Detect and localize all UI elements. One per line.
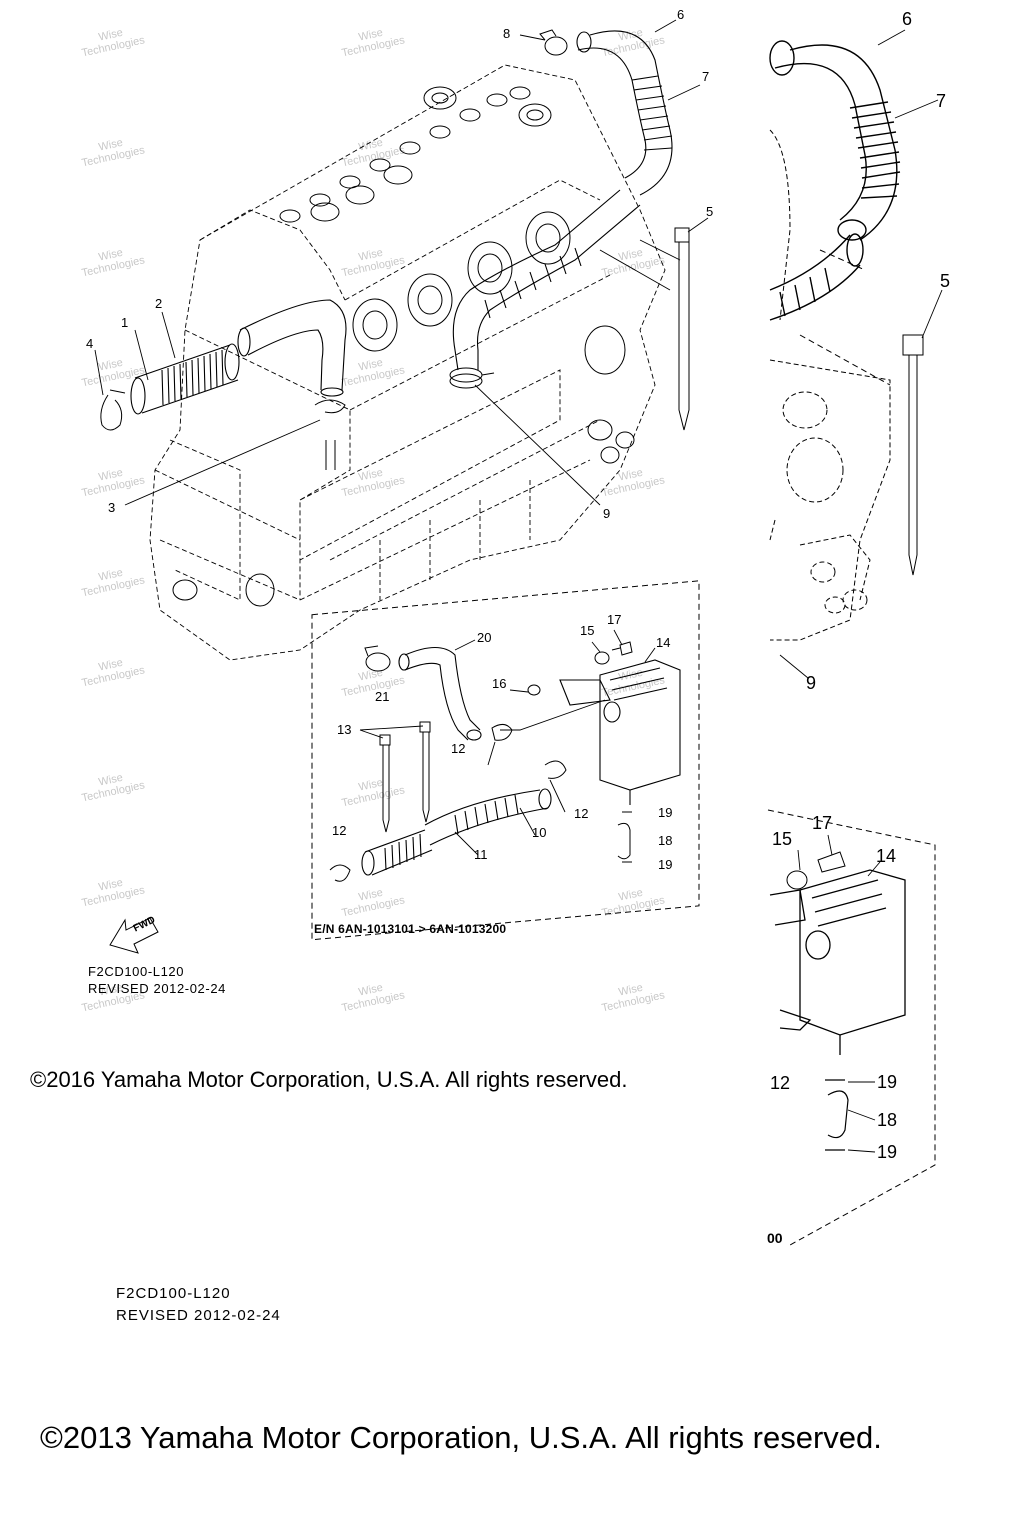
zoom-hose-lower <box>769 233 864 321</box>
callout-14-zoom: 14 <box>876 846 897 866</box>
serial-range-label: E/N 6AN-1013101 > 6AN-1013200 <box>314 922 507 936</box>
callout-19-zoom: 19 <box>877 1142 898 1162</box>
revision-date: REVISED 2012-02-24 <box>88 981 226 996</box>
callout-15-zoom: 15 <box>772 829 793 849</box>
callout-12: 12 <box>332 823 347 838</box>
inset-hose-18-19 <box>617 811 632 863</box>
callout-5: 5 <box>706 204 714 219</box>
zoom-cable-tie-5 <box>902 334 924 576</box>
callout-3: 3 <box>108 500 116 515</box>
zoom-inset-frame <box>767 809 936 1246</box>
callout-15: 15 <box>580 623 595 638</box>
callout-18: 18 <box>658 833 673 848</box>
zoom-oil-cooler-14 <box>769 869 906 1055</box>
callout-4: 4 <box>86 336 94 351</box>
callout-9: 9 <box>603 506 611 521</box>
cylinder-ports <box>172 86 635 607</box>
callout-10: 10 <box>532 825 547 840</box>
revision-date-large: REVISED 2012-02-24 <box>116 1307 281 1324</box>
inset-bolts <box>527 641 633 696</box>
drawing-code: F2CD100-L120 <box>88 964 185 979</box>
callout-16: 16 <box>492 676 507 691</box>
callout-9-zoom: 9 <box>806 673 817 693</box>
hose-1-and-2 <box>130 343 240 415</box>
callout-19: 19 <box>658 857 673 872</box>
hose-7-upper <box>576 30 673 196</box>
callout-17: 17 <box>607 612 622 627</box>
zoom-leaders <box>779 29 943 679</box>
callout-18-zoom: 18 <box>877 1110 898 1130</box>
callout-14: 14 <box>656 635 671 650</box>
callout-19-zoom: 19 <box>877 1072 898 1092</box>
cable-tie-5 <box>674 227 690 431</box>
copyright-2013: ©2013 Yamaha Motor Corporation, U.S.A. A… <box>40 1420 882 1455</box>
callout-6-zoom: 6 <box>902 9 913 29</box>
callout-2: 2 <box>155 296 163 311</box>
callout-11: 11 <box>474 847 488 862</box>
clip-4 <box>100 389 126 431</box>
drawing-code-large: F2CD100-L120 <box>116 1285 231 1302</box>
inset-hose-10-11 <box>361 788 552 876</box>
callout-8: 8 <box>503 26 511 41</box>
zoom-hose-7 <box>769 40 901 241</box>
zoom-dashed-line <box>799 249 891 386</box>
callout-19: 19 <box>658 805 673 820</box>
zoom-inset-leaders <box>797 834 881 1153</box>
zoom-hose-18-19 <box>825 1079 849 1151</box>
callout-7-zoom: 7 <box>936 91 947 111</box>
zoom-engine-fragment <box>769 129 891 641</box>
clamp-8 <box>539 29 568 56</box>
callout-13: 13 <box>337 722 352 737</box>
inset-oil-cooler-14 <box>559 659 681 805</box>
callout-5-zoom: 5 <box>940 271 951 291</box>
inset-clips-12 <box>329 724 567 882</box>
clamp-9 <box>449 367 495 389</box>
callout-12: 12 <box>451 741 466 756</box>
inset-leaders <box>359 629 656 856</box>
inset-frame <box>311 580 700 941</box>
hose-elbow <box>237 299 347 397</box>
zoom-bolts <box>786 851 846 890</box>
inset-hose-20 <box>398 646 482 741</box>
callout-7: 7 <box>702 69 710 84</box>
leader-lines <box>94 19 709 506</box>
callout-12-zoom: 12 <box>770 1073 791 1093</box>
clip-3 <box>314 399 346 470</box>
inset-clamp-21 <box>364 645 391 672</box>
copyright-2016: ©2016 Yamaha Motor Corporation, U.S.A. A… <box>30 1067 628 1092</box>
callout-12: 12 <box>574 806 589 821</box>
callout-1: 1 <box>121 315 129 330</box>
callout-6: 6 <box>677 7 685 22</box>
callout-20: 20 <box>477 630 492 645</box>
callout-21: 21 <box>375 689 390 704</box>
callout-17-zoom: 17 <box>812 813 833 833</box>
serial-range-label-cut: 00 <box>767 1230 783 1246</box>
inset-cable-ties-13 <box>379 721 431 833</box>
hose-lower-run <box>452 189 641 371</box>
fwd-arrow-icon <box>109 917 159 954</box>
